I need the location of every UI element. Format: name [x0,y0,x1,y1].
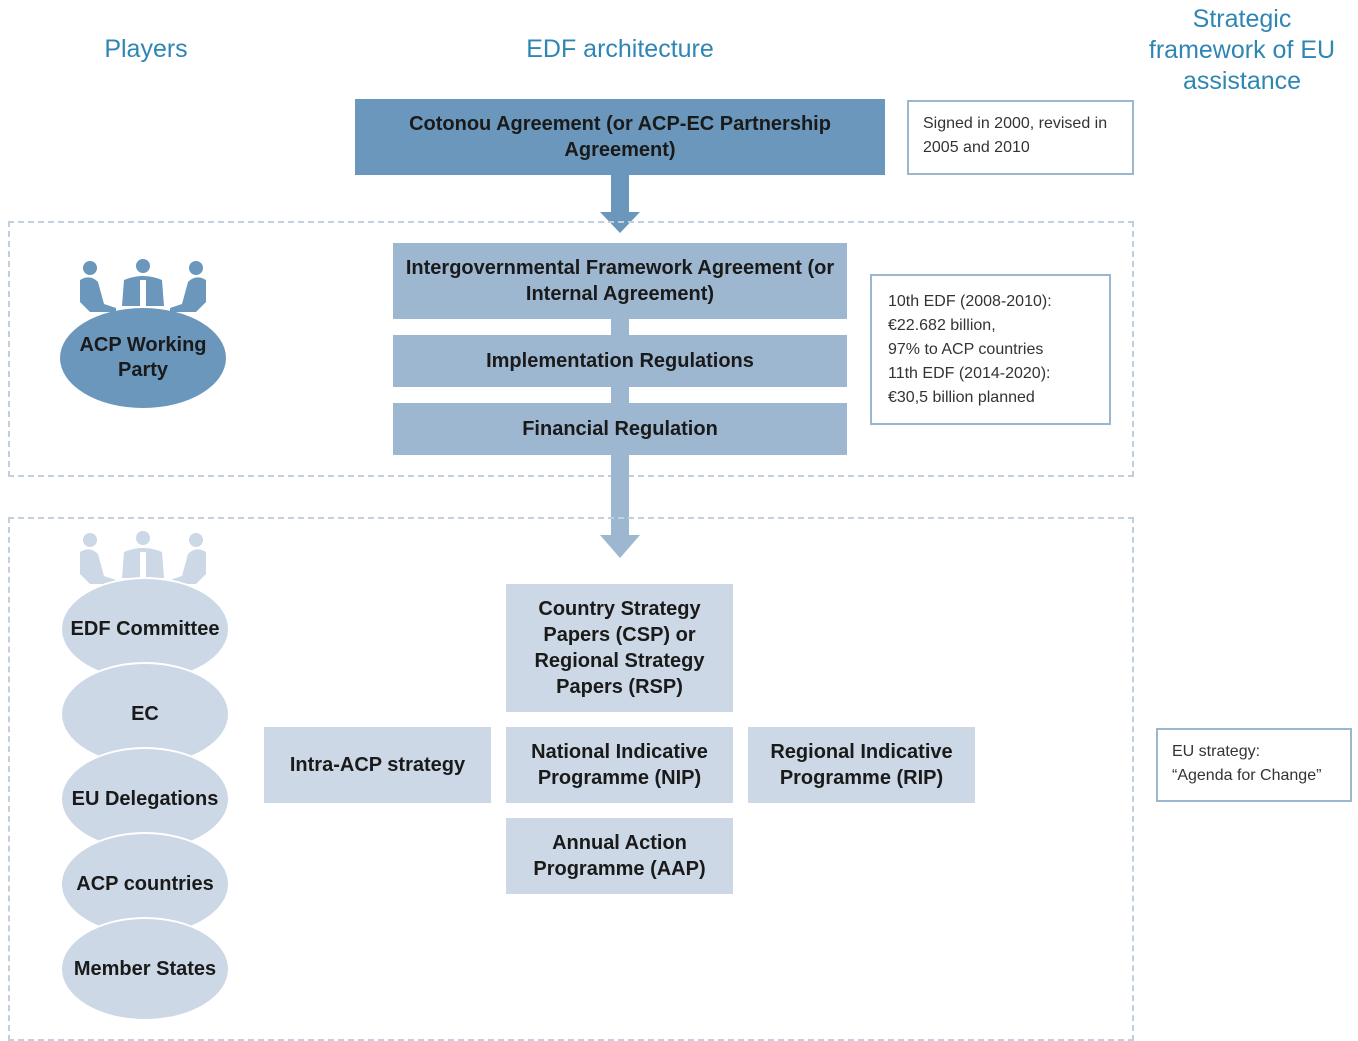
edf-note-line: 97% to ACP countries [888,341,1044,358]
arrow-down-icon [600,454,640,560]
programming-region [8,517,1134,1041]
edf-note-line: €22.682 billion, [888,317,996,334]
edf-note-line: 10th EDF (2008-2010): [888,293,1052,310]
intergovernmental-agreement-box: Intergovernmental Framework Agreement (o… [393,243,847,319]
edf-note-line: 11th EDF (2014-2020): [888,365,1051,382]
eu-note-line: “Agenda for Change” [1172,767,1322,784]
annual-action-programme-box: Annual Action Programme (AAP) [506,818,733,894]
people-group-icon [78,258,208,314]
acp-working-party-oval: ACP Working Party [60,308,226,408]
regional-indicative-programme-box: Regional Indicative Programme (RIP) [748,727,975,803]
member-states-oval: Member States [60,917,230,1021]
implementation-regulations-box: Implementation Regulations [393,335,847,387]
eu-strategy-note: EU strategy: “Agenda for Change” [1156,728,1352,802]
intra-acp-strategy-box: Intra-ACP strategy [264,727,491,803]
people-group-icon [78,530,208,586]
financial-regulation-box: Financial Regulation [393,403,847,455]
edf-architecture-heading: EDF architecture [526,35,714,63]
signed-note: Signed in 2000, revised in 2005 and 2010 [907,100,1134,175]
edf-funding-note: 10th EDF (2008-2010): €22.682 billion, 9… [870,274,1111,425]
strategic-framework-heading: Strategic framework of EU assistance [1148,5,1336,95]
internal-framework-region [8,221,1134,477]
players-heading: Players [104,35,188,63]
eu-note-line: EU strategy: [1172,743,1261,760]
national-indicative-programme-box: National Indicative Programme (NIP) [506,727,733,803]
strategy-papers-box: Country Strategy Papers (CSP) or Regiona… [506,584,733,712]
acp-countries-oval: ACP countries [60,832,230,936]
cotonou-agreement-box: Cotonou Agreement (or ACP-EC Partnership… [355,99,885,175]
edf-note-line: €30,5 billion planned [888,389,1035,406]
